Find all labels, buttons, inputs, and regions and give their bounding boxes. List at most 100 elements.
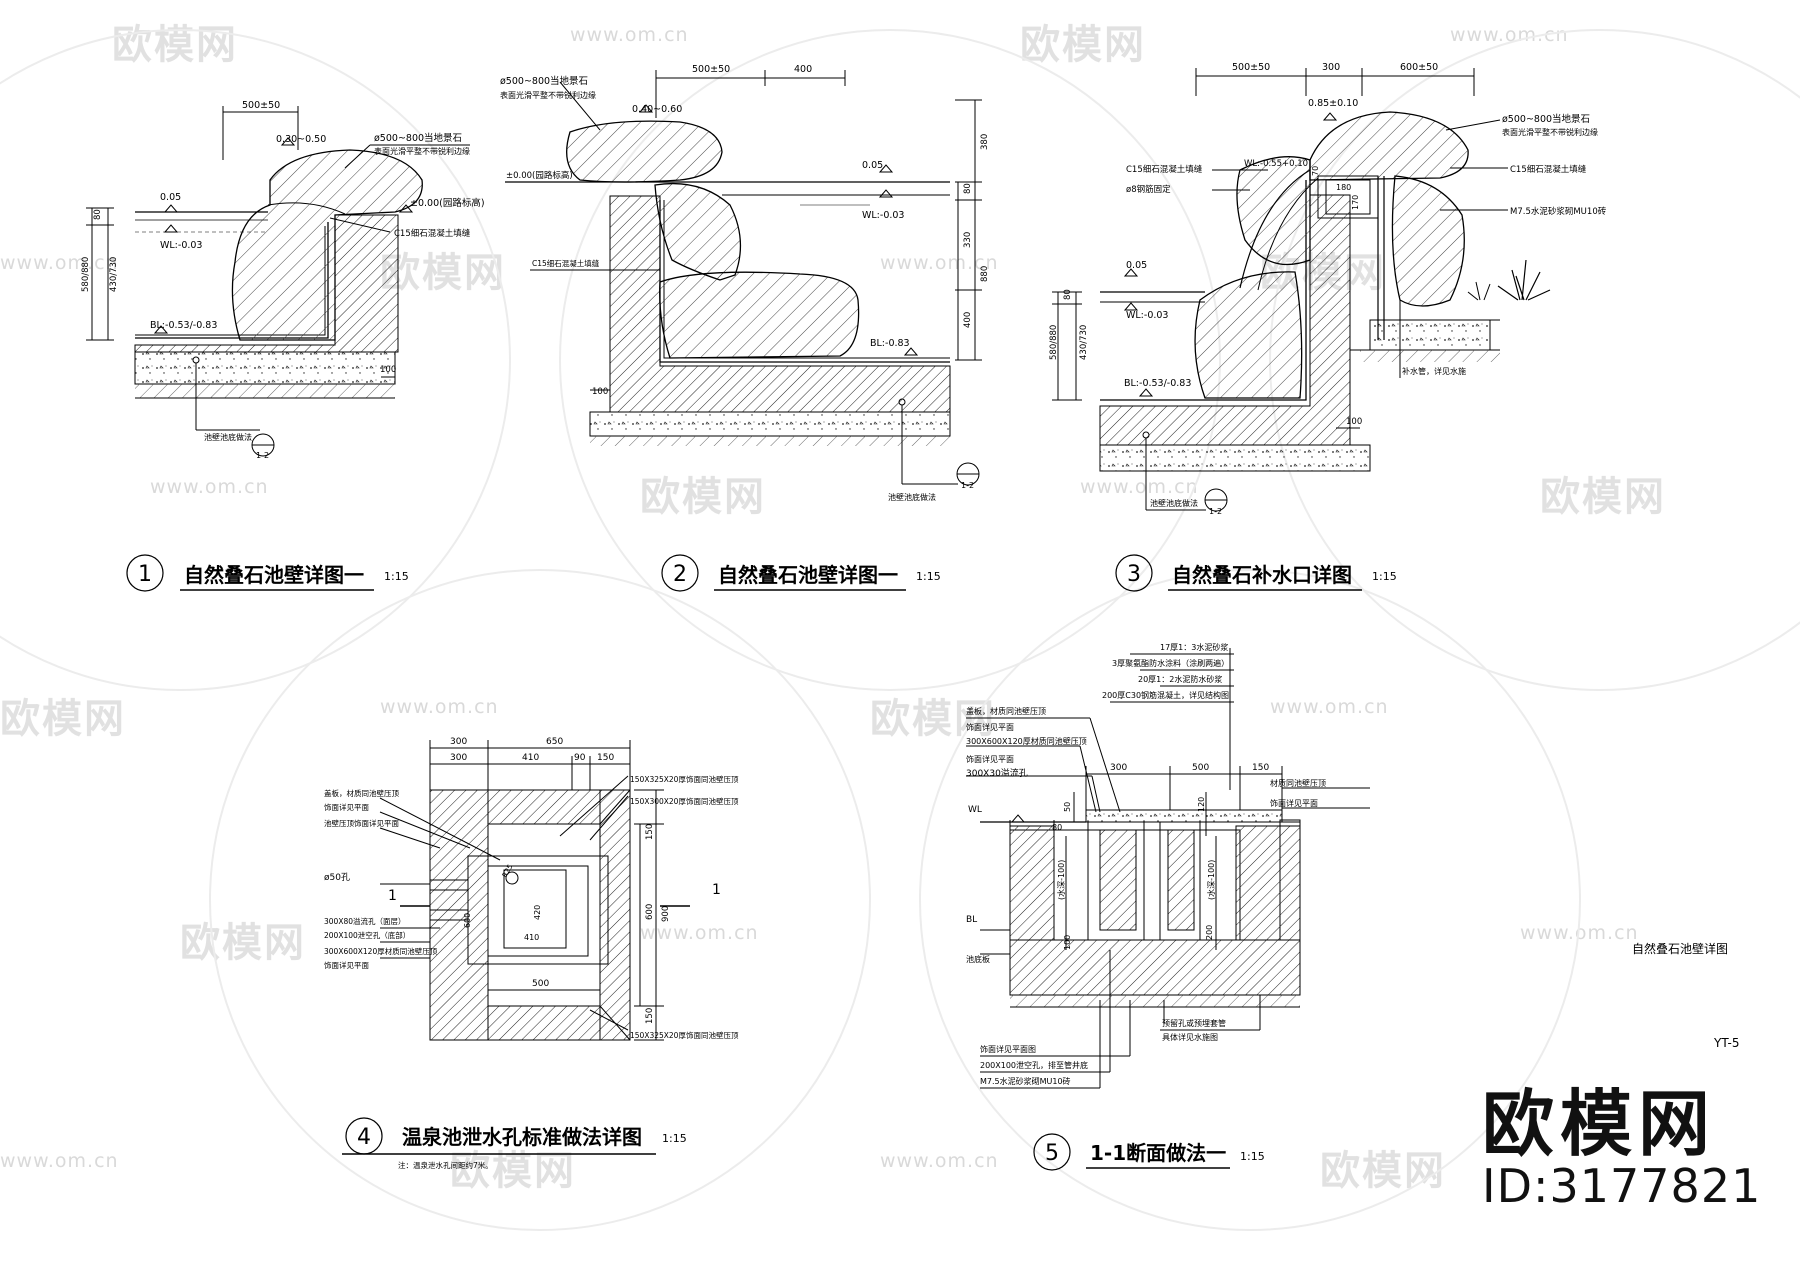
dim-label: 50 — [1063, 802, 1072, 812]
dim-label: (水深-100) — [1206, 860, 1216, 900]
dim-label: 100 — [380, 365, 396, 375]
note: 材质同池壁压顶 — [1270, 778, 1326, 788]
note: 盖板，材质同池壁压顶 — [966, 706, 1046, 716]
dim-label: 410 — [522, 753, 539, 763]
layer-note: 20厚1：2水泥防水砂浆 — [1138, 674, 1222, 684]
dim-label: 880 — [980, 266, 990, 282]
detail-1-labels: 500±50 0.30~0.50 ø500~800当地景石 表面光滑平整不带锐利… — [81, 100, 485, 460]
wl-mark: 0.05 — [1126, 260, 1147, 271]
detail-3-labels: 500±50 300 600±50 0.85±0.10 ø500~800当地景石… — [1049, 62, 1607, 516]
reference-note: 池壁池底做法 — [204, 432, 252, 442]
dim-label: 80 — [93, 209, 103, 220]
rock-note-2: 表面光滑平整不带锐利边缘 — [374, 146, 470, 156]
detail-number: 2 — [673, 562, 687, 587]
concrete-note: C15细石混凝土填缝 — [1126, 164, 1203, 175]
wl-top-label: WL:-0.55+0.10 — [1244, 159, 1308, 169]
dim-label: 400 — [794, 64, 812, 75]
detail-1 — [86, 106, 470, 457]
brand-block: 欧模网 ID:3177821 — [1482, 1082, 1760, 1213]
dim-label: 120 — [1197, 797, 1206, 812]
rock-height-label: 0.30~0.50 — [276, 134, 326, 145]
bl-label: BL:-0.53/-0.83 — [150, 320, 217, 331]
dim-label: 420 — [533, 905, 542, 920]
layer-note: 3厚聚氨酯防水涂料（涂刷两遍） — [1112, 658, 1229, 668]
note: 饰面详见平面 — [966, 754, 1014, 764]
rock-note: ø500~800当地景石 — [1502, 113, 1590, 125]
section-ref: 1-2 — [961, 481, 974, 490]
brand-logo: 欧模网 — [1482, 1082, 1717, 1166]
rebar-note: ø8钢筋固定 — [1126, 184, 1171, 195]
dim-label: 200 — [1205, 925, 1214, 940]
dim-label: 80 — [1063, 289, 1073, 300]
dim-label: 100 — [1346, 417, 1362, 427]
dim-label: 650 — [546, 737, 563, 747]
detail-scale: 1:15 — [1240, 1150, 1265, 1163]
detail-5-labels: 17厚1：3水泥砂浆 3厚聚氨酯防水涂料（涂刷两遍） 20厚1：2水泥防水砂浆 … — [966, 642, 1326, 1086]
wl-label: WL:-0.03 — [862, 210, 904, 221]
detail-title: 自然叠石池壁详图一 — [718, 563, 898, 587]
dim-label: 300 — [1322, 62, 1340, 73]
dim-label: 300 — [1110, 763, 1127, 773]
note: 150X325X20厚饰面同池壁压顶 — [630, 774, 739, 784]
detail-scale: 1:15 — [1372, 570, 1397, 583]
detail-2 — [505, 70, 982, 486]
detail-number: 4 — [357, 1125, 371, 1150]
dim-label: 580/880 — [81, 257, 91, 292]
reference-note: 池壁池底做法 — [1150, 498, 1198, 508]
dim-label: 900 — [661, 906, 671, 922]
section-ref: 1-2 — [256, 451, 269, 460]
section-mark: 1 — [712, 882, 721, 898]
dim-label: 500 — [1192, 763, 1209, 773]
dim-label: 300 — [450, 737, 467, 747]
detail-5 — [966, 648, 1370, 1169]
detail-4 — [342, 740, 690, 1155]
sheet-title: 自然叠石池壁详图 — [1632, 942, 1729, 956]
detail-titles: 1 自然叠石池壁详图一 1:15 2 自然叠石池壁详图一 1:15 3 自然叠石… — [126, 554, 1397, 1171]
detail-number: 1 — [138, 562, 152, 587]
wl-mark: 0.05 — [862, 160, 883, 171]
dim-label: 70 — [1311, 166, 1320, 176]
rock-height-label: 0.40~0.60 — [632, 104, 682, 115]
concrete-note: C15细石混凝土填缝 — [1510, 164, 1587, 175]
rock-note: ø500~800当地景石 — [500, 75, 588, 87]
wl-label: WL:-0.03 — [160, 240, 202, 251]
dim-label: 300 — [450, 753, 467, 763]
dim-label: 100 — [592, 387, 608, 397]
detail-title: 自然叠石补水口详图 — [1172, 563, 1352, 587]
note: 300X600X120厚材质同池壁压顶 — [966, 736, 1087, 746]
dim-label: 100 — [1063, 935, 1072, 950]
dim-label: 150 — [1252, 763, 1269, 773]
dim-label: 150 — [645, 1008, 655, 1024]
note: 饰面详见平面 — [324, 960, 369, 970]
detail-scale: 1:15 — [916, 570, 941, 583]
dim-label: 330 — [963, 232, 973, 248]
dim-label: R25 — [501, 863, 515, 879]
dim-label: 430/730 — [109, 257, 119, 292]
concrete-note: C15细石混凝土填缝 — [532, 258, 600, 268]
dim-label: 410 — [524, 933, 539, 942]
pipe-note: 预留孔或预埋套管 — [1162, 1018, 1226, 1028]
masonry-note: M7.5水泥砂浆砌MU10砖 — [1510, 206, 1607, 217]
dim-label: 500±50 — [242, 100, 280, 111]
dim-label: 80 — [1052, 823, 1062, 832]
note: 200X100泄空孔，排至管井底 — [980, 1060, 1088, 1070]
detail-title: 自然叠石池壁详图一 — [184, 563, 364, 587]
note: M7.5水泥砂浆砌MU10砖 — [980, 1076, 1071, 1086]
note: 饰面详见平面 — [1270, 798, 1318, 808]
top-level-label: ±0.00(园路标高) — [506, 170, 573, 181]
dim-label: (水深-100) — [1056, 860, 1066, 900]
bl-label: BL:-0.53/-0.83 — [1124, 378, 1191, 389]
rock-note-2: 表面光滑平整不带锐利边缘 — [500, 90, 596, 100]
dim-label: 150 — [645, 824, 655, 840]
dim-label: 500 — [532, 979, 549, 989]
dim-label: 380 — [980, 134, 990, 150]
sheet-number: YT-5 — [1714, 1036, 1740, 1050]
dim-label: 180 — [1336, 183, 1351, 192]
note: 盖板，材质同池壁压顶 — [324, 788, 399, 798]
detail-4-labels: 300 650 300 410 90 150 盖板，材质同池壁压顶 饰面详见平面… — [324, 737, 739, 1170]
note: 150X325X20厚饰面同池壁压顶 — [630, 1030, 739, 1040]
detail-scale: 1:15 — [384, 570, 409, 583]
bl-label: BL — [966, 915, 977, 925]
section-ref: 1-2 — [1209, 507, 1222, 516]
